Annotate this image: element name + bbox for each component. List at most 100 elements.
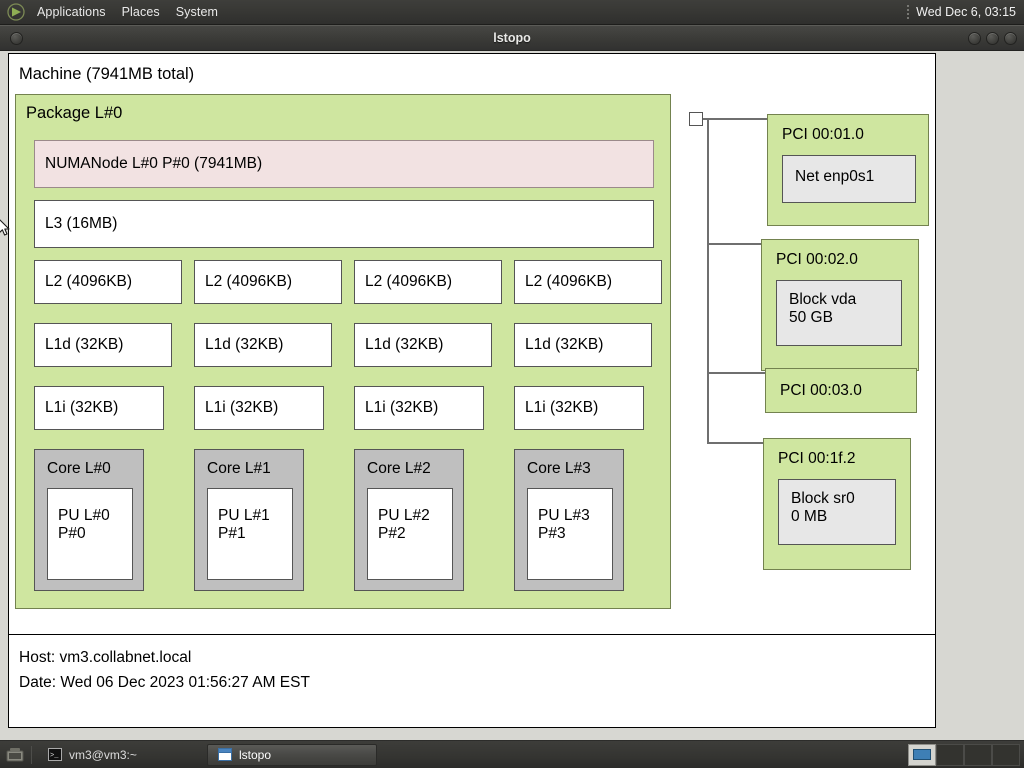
l1d-cache-row: L1d (32KB) L1d (32KB) L1d (32KB) L1d (32… (34, 323, 654, 367)
gnome-top-panel: Applications Places System Wed Dec 6, 03… (0, 0, 1024, 25)
l1d-cache-box[interactable]: L1d (32KB) (354, 323, 492, 367)
workspace-cell-3[interactable] (964, 743, 992, 766)
pci-device-box[interactable]: Block vda 50 GB (776, 280, 902, 346)
pci-branch-wire (707, 442, 767, 444)
l1i-cache-row: L1i (32KB) L1i (32KB) L1i (32KB) L1i (32… (34, 386, 654, 430)
pci-branch-wire (707, 118, 767, 120)
pci-device-box[interactable]: Block sr0 0 MB (778, 479, 896, 545)
menu-places[interactable]: Places (121, 5, 160, 19)
l1i-cache-box[interactable]: L1i (32KB) (354, 386, 484, 430)
l1d-cache-box[interactable]: L1d (32KB) (194, 323, 332, 367)
host-line: Host: vm3.collabnet.local (19, 649, 192, 666)
package-box[interactable]: Package L#0 NUMANode L#0 P#0 (7941MB) L3… (15, 94, 671, 609)
show-desktop-icon[interactable] (4, 745, 26, 765)
package-label: Package L#0 (26, 104, 123, 122)
task-label: lstopo (239, 747, 272, 762)
l1i-cache-box[interactable]: L1i (32KB) (194, 386, 324, 430)
pci-device-label: Block vda 50 GB (789, 291, 857, 327)
pu-box[interactable]: PU L#1 P#1 (207, 488, 293, 580)
l2-label: L2 (4096KB) (45, 273, 133, 290)
l2-label: L2 (4096KB) (205, 273, 293, 290)
maximize-icon[interactable] (986, 31, 999, 45)
machine-label: Machine (7941MB total) (19, 65, 195, 83)
pci-box[interactable]: PCI 00:02.0 Block vda 50 GB (761, 239, 919, 371)
l1d-label: L1d (32KB) (525, 336, 604, 353)
l3-label: L3 (16MB) (45, 215, 118, 232)
panel-clock[interactable]: Wed Dec 6, 03:15 (916, 5, 1016, 19)
task-button-terminal[interactable]: >_ vm3@vm3:~ (37, 744, 207, 766)
pu-box[interactable]: PU L#0 P#0 (47, 488, 133, 580)
l1d-cache-box[interactable]: L1d (32KB) (34, 323, 172, 367)
close-icon[interactable] (1004, 31, 1017, 45)
l1i-cache-box[interactable]: L1i (32KB) (514, 386, 644, 430)
pci-branch-wire (707, 372, 767, 374)
menu-system[interactable]: System (175, 5, 219, 19)
topology-canvas: Machine (7941MB total) Package L#0 NUMAN… (8, 53, 936, 728)
l1i-label: L1i (32KB) (205, 399, 279, 416)
l2-cache-row: L2 (4096KB) L2 (4096KB) L2 (4096KB) L2 (… (34, 260, 662, 304)
numanode-box[interactable]: NUMANode L#0 P#0 (7941MB) (34, 140, 654, 188)
l2-cache-box[interactable]: L2 (4096KB) (354, 260, 502, 304)
menu-applications[interactable]: Applications (37, 5, 106, 19)
pci-device-label: Net enp0s1 (795, 168, 875, 185)
core-box[interactable]: Core L#1 PU L#1 P#1 (194, 449, 304, 591)
pci-box[interactable]: PCI 00:01.0 Net enp0s1 (767, 114, 929, 226)
core-label: Core L#2 (367, 460, 431, 477)
core-label: Core L#1 (207, 460, 271, 477)
window-controls (968, 31, 1024, 45)
pu-label: PU L#2 P#2 (378, 507, 430, 543)
l2-cache-box[interactable]: L2 (4096KB) (194, 260, 342, 304)
core-box[interactable]: Core L#2 PU L#2 P#2 (354, 449, 464, 591)
svg-text:>_: >_ (50, 752, 59, 760)
core-label: Core L#3 (527, 460, 591, 477)
panel-status-area: Wed Dec 6, 03:15 (906, 5, 1024, 19)
pu-box[interactable]: PU L#3 P#3 (527, 488, 613, 580)
window-menu-icon[interactable] (6, 29, 26, 47)
l1i-label: L1i (32KB) (45, 399, 119, 416)
window-icon (218, 748, 232, 761)
workspace-switcher[interactable] (908, 743, 1024, 766)
pu-label: PU L#3 P#3 (538, 507, 590, 543)
l2-label: L2 (4096KB) (365, 273, 453, 290)
l1d-label: L1d (32KB) (365, 336, 444, 353)
arrow-cursor-icon (0, 218, 12, 238)
host-bridge-node[interactable] (689, 112, 703, 126)
core-label: Core L#0 (47, 460, 111, 477)
pu-label: PU L#0 P#0 (58, 507, 110, 543)
core-box[interactable]: Core L#3 PU L#3 P#3 (514, 449, 624, 591)
pu-label: PU L#1 P#1 (218, 507, 270, 543)
workspace-cell-2[interactable] (936, 743, 964, 766)
pci-label: PCI 00:03.0 (780, 382, 862, 399)
window-titlebar[interactable]: lstopo (0, 25, 1024, 51)
pci-label: PCI 00:02.0 (776, 251, 858, 268)
pci-label: PCI 00:1f.2 (778, 450, 856, 467)
l1d-label: L1d (32KB) (205, 336, 284, 353)
l1i-label: L1i (32KB) (365, 399, 439, 416)
pu-box[interactable]: PU L#2 P#2 (367, 488, 453, 580)
task-button-lstopo[interactable]: lstopo (207, 743, 377, 766)
workspace-cell-4[interactable] (992, 743, 1020, 766)
l3-cache-box[interactable]: L3 (16MB) (34, 200, 654, 248)
pci-device-box[interactable]: Net enp0s1 (782, 155, 916, 203)
l1i-cache-box[interactable]: L1i (32KB) (34, 386, 164, 430)
l2-cache-box[interactable]: L2 (4096KB) (514, 260, 662, 304)
panel-grip-icon (906, 5, 910, 19)
window-list-taskbar: >_ vm3@vm3:~ lstopo (0, 740, 1024, 768)
core-box[interactable]: Core L#0 PU L#0 P#0 (34, 449, 144, 591)
l1d-label: L1d (32KB) (45, 336, 124, 353)
workspace-cell-1[interactable] (908, 743, 936, 766)
lstopo-window: lstopo Machine (7941MB total) Package L#… (0, 25, 1024, 740)
l1d-cache-box[interactable]: L1d (32KB) (514, 323, 652, 367)
numanode-label: NUMANode L#0 P#0 (7941MB) (45, 155, 263, 172)
bus-vertical-wire (707, 118, 709, 444)
minimize-icon[interactable] (968, 31, 981, 45)
pci-box[interactable]: PCI 00:03.0 (765, 368, 917, 413)
gnome-foot-icon[interactable] (3, 2, 29, 22)
pci-device-label: Block sr0 0 MB (791, 490, 855, 526)
core-row: Core L#0 PU L#0 P#0 Core L#1 PU L#1 P#1 … (34, 449, 654, 591)
topology-footer: Host: vm3.collabnet.local Date: Wed 06 D… (9, 634, 935, 727)
l2-cache-box[interactable]: L2 (4096KB) (34, 260, 182, 304)
pci-box[interactable]: PCI 00:1f.2 Block sr0 0 MB (763, 438, 911, 570)
terminal-icon: >_ (48, 748, 62, 761)
